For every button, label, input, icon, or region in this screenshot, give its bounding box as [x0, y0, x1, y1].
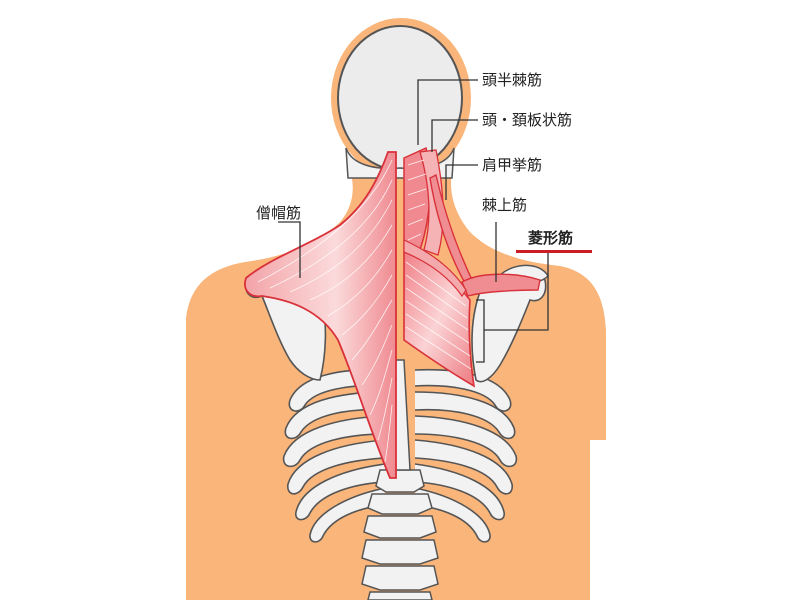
trapezius-muscle — [244, 151, 397, 479]
deep-neck-muscles — [403, 146, 444, 256]
leader-lines — [278, 79, 549, 363]
supraspinatus-muscle — [461, 273, 541, 297]
highlight-underline — [516, 250, 592, 253]
rhomboid-fibers — [405, 261, 472, 370]
rib-cage — [282, 368, 518, 543]
label-levator-scapulae: 肩甲挙筋 — [482, 156, 543, 174]
label-supraspinatus: 棘上筋 — [482, 196, 528, 214]
label-semispinalis-capitis: 頭半棘筋 — [482, 71, 543, 89]
rhomboid-minor-strip — [403, 239, 467, 298]
head — [337, 25, 463, 171]
label-rhomboid: 菱形筋 — [528, 229, 574, 247]
label-trapezius: 僧帽筋 — [256, 204, 302, 222]
right-arm — [560, 300, 600, 440]
left-arm — [186, 330, 225, 440]
label-splenius: 頭・頚板状筋 — [482, 111, 573, 129]
